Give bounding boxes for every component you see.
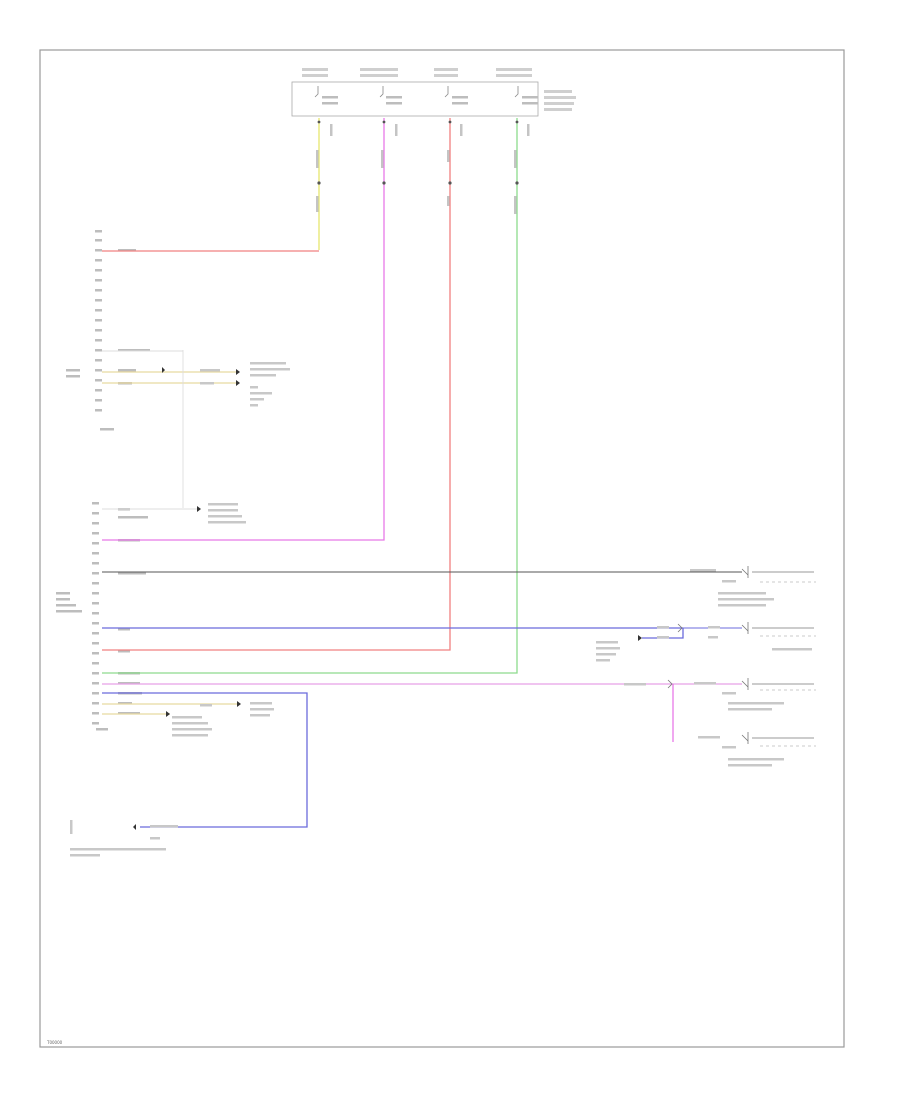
top-connector-box (291, 81, 539, 117)
top-connector-block (291, 68, 576, 117)
inline-connectors (317, 120, 519, 185)
label-blocks (70, 362, 812, 857)
wire-magenta (102, 118, 385, 541)
wire-green (102, 118, 518, 674)
page-border (39, 49, 845, 1048)
wire-blue-loop (102, 692, 308, 828)
dashed-leads (760, 581, 816, 747)
left-upper-connector (66, 230, 150, 431)
wire-blue-short (642, 628, 684, 639)
wires (102, 118, 742, 828)
left-lower-connector (56, 502, 148, 731)
wire-red (102, 118, 451, 651)
page-label: T00000 (46, 1040, 63, 1045)
right-switch-symbols (667, 566, 814, 744)
component-symbols (133, 367, 642, 830)
